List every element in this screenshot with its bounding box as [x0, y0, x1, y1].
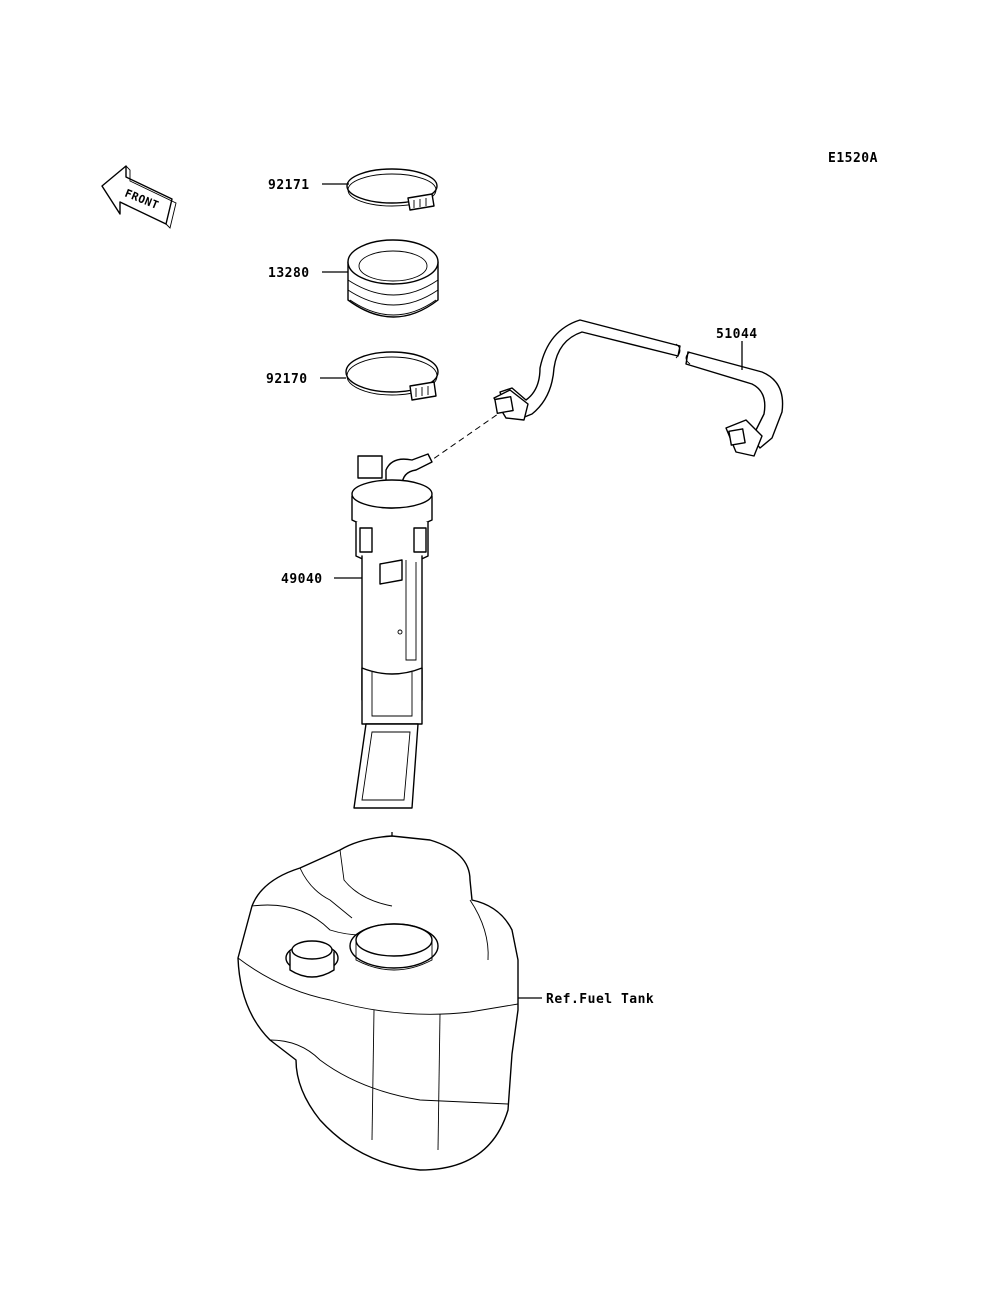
connection-line [425, 413, 499, 465]
sleeve-13280 [347, 239, 439, 318]
part-label-13280: 13280 [268, 266, 310, 281]
clamp-92171 [346, 168, 438, 211]
fuel-pump-49040 [351, 453, 433, 809]
clamp-92170 [345, 351, 439, 401]
reference-label: Ref.Fuel Tank [546, 992, 654, 1007]
front-arrow-icon: FRONT [101, 165, 177, 229]
part-label-51044: 51044 [716, 327, 758, 342]
part-label-92170: 92170 [266, 372, 308, 387]
hose-51044 [493, 319, 784, 457]
part-label-49040: 49040 [281, 572, 323, 587]
fuel-tank [237, 835, 519, 1171]
diagram-code: E1520A [828, 151, 878, 166]
part-label-92171: 92171 [268, 178, 310, 193]
